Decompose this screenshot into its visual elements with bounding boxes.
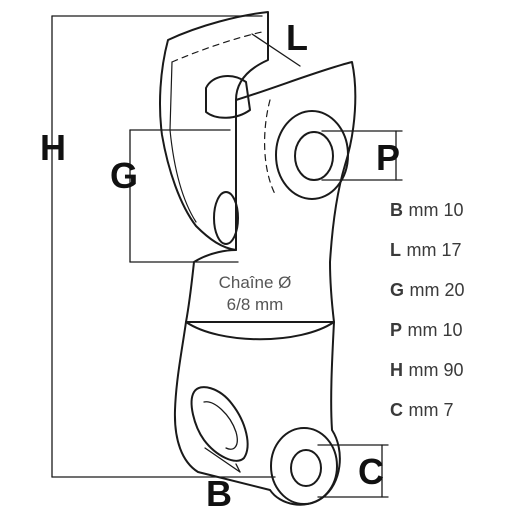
c-hole-inner	[290, 449, 322, 487]
spec-value: 90	[443, 360, 464, 380]
lower-slot	[190, 386, 249, 462]
spec-row-h: H mm 90	[390, 360, 464, 381]
spec-key: L	[390, 240, 402, 260]
spec-key: G	[390, 280, 405, 300]
lower-body	[173, 321, 341, 506]
dim-letter-p: P	[376, 137, 401, 178]
spec-value: 10	[442, 320, 463, 340]
spec-row-l: L mm 17	[390, 240, 462, 261]
spec-row-c: C mm 7	[390, 400, 454, 421]
spec-value: 17	[441, 240, 462, 260]
upper-fork-back-side	[169, 61, 197, 223]
fork-pin	[205, 75, 251, 119]
spec-unit: mm	[408, 200, 439, 220]
dim-letter-b: B	[206, 473, 232, 514]
c-hole-outer	[270, 427, 338, 505]
spec-row-p: P mm 10	[390, 320, 463, 341]
spec-unit: mm	[406, 240, 437, 260]
spec-key: H	[390, 360, 404, 380]
upper-fork-back-edge	[171, 31, 263, 63]
lower-slot-inner	[203, 401, 238, 450]
b-dimension	[204, 447, 241, 473]
spec-unit: mm	[407, 320, 438, 340]
spec-value: 20	[444, 280, 465, 300]
l-dimension	[251, 33, 301, 67]
spec-key: C	[390, 400, 404, 420]
upper-fork-back	[159, 11, 269, 251]
dim-letter-h: H	[40, 127, 66, 168]
spec-value: 10	[443, 200, 464, 220]
spec-unit: mm	[408, 360, 439, 380]
upper-fork-front-dashes	[264, 99, 277, 197]
spec-key: B	[390, 200, 404, 220]
swivel-joint	[185, 321, 335, 341]
p-hole-outer	[275, 110, 349, 200]
dim-letter-l: L	[286, 17, 308, 58]
spec-key: P	[390, 320, 403, 340]
p-dimension	[321, 130, 403, 181]
upper-fork-front	[185, 61, 357, 323]
chain-label-line2: 6/8 mm	[226, 295, 284, 314]
chain-diameter-label: Chaîne Ø 6/8 mm	[196, 272, 314, 316]
c-dimension	[317, 444, 389, 498]
p-hole-inner	[294, 131, 334, 181]
h-dimension-line	[51, 15, 276, 478]
spec-unit: mm	[408, 400, 439, 420]
back-prong-hole	[213, 191, 239, 245]
dim-letter-g: G	[110, 155, 139, 196]
dim-letter-c: C	[358, 451, 384, 492]
spec-unit: mm	[409, 280, 440, 300]
g-dimension-bracket	[129, 129, 239, 263]
chain-label-line1: Chaîne Ø	[218, 273, 292, 292]
spec-row-b: B mm 10	[390, 200, 464, 221]
spec-value: 7	[443, 400, 454, 420]
spec-row-g: G mm 20	[390, 280, 465, 301]
